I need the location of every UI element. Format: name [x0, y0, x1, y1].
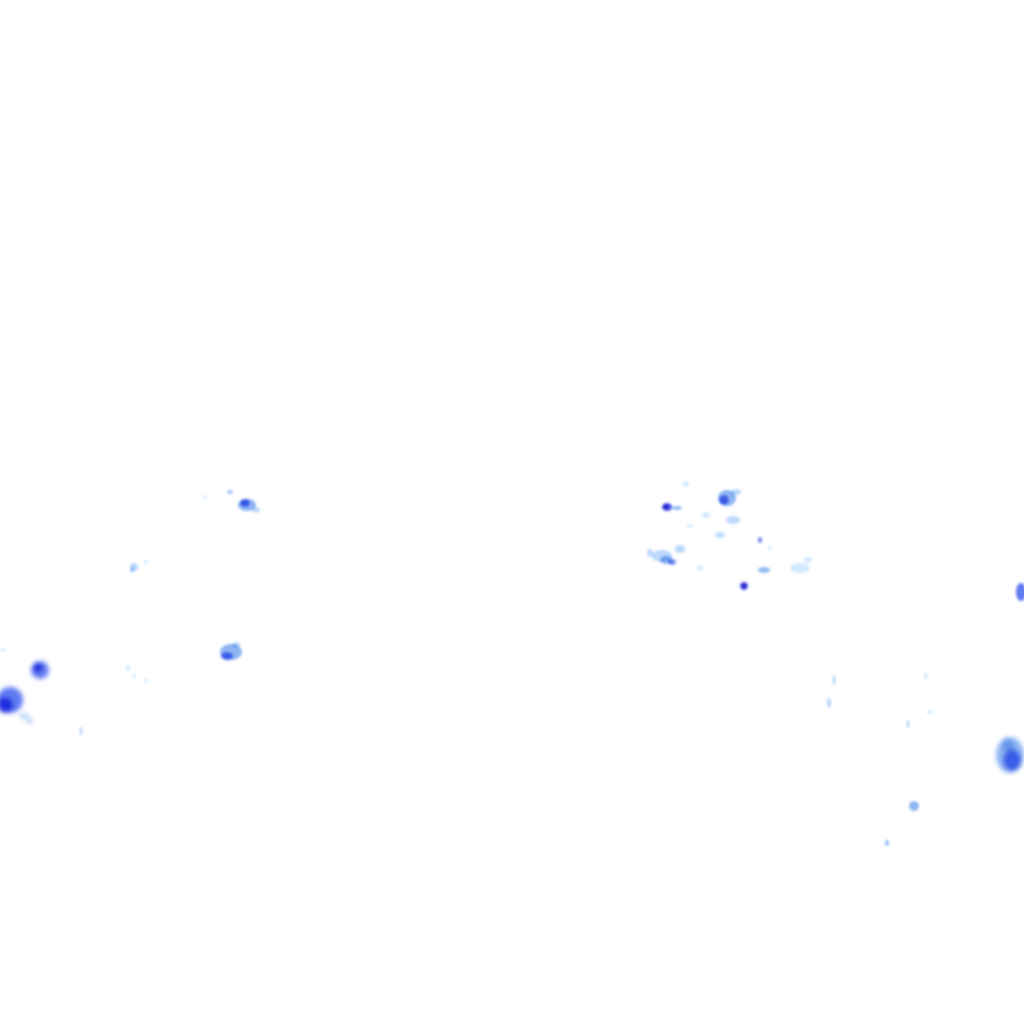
precip-cell-left-mid — [130, 560, 148, 572]
precip-cell-right-edge-top — [1016, 583, 1024, 601]
precip-cell-left-top — [203, 490, 260, 513]
precip-cell-left-edge — [0, 661, 49, 723]
precip-core-right-upper-west — [662, 503, 682, 511]
precip-cell-left-center — [220, 642, 242, 660]
precip-scatter-right-lower — [827, 673, 933, 846]
precip-cell-right-edge-bottom — [996, 737, 1024, 773]
precip-cell-right-upper — [683, 481, 741, 538]
precip-cell-right-lower-west — [647, 545, 704, 570]
precip-cell-right-lower-east — [740, 537, 812, 590]
precip-cell-left-scatter — [1, 648, 148, 735]
